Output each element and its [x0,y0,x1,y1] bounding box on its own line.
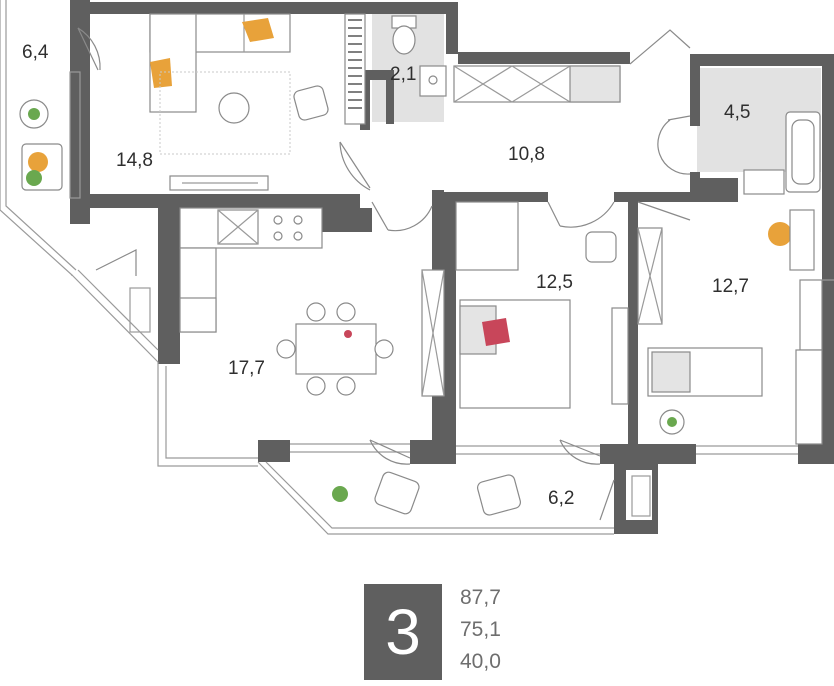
room-area-hall: 10,8 [508,144,545,165]
bedroom1-furniture [455,201,629,409]
living-area: 75,1 [460,618,501,641]
room-area-kitchen: 17,7 [228,358,265,379]
kitchen-furniture [179,207,445,397]
room-area-balcony-bottom: 6,2 [548,488,574,509]
area-three: 40,0 [460,650,501,673]
room-area-living: 14,8 [116,150,153,171]
room-area-balcony-left: 6,4 [22,42,49,63]
room-area-wc: 2,1 [390,64,416,85]
wc-fixtures [391,15,447,97]
doors [77,27,691,521]
window-lines [0,0,834,535]
room-area-bedroom-1: 12,5 [536,272,573,293]
room-area-bedroom-2: 12,7 [712,276,749,297]
bathroom-fixtures [743,111,821,195]
apartment-summary: 3 87,7 75,1 40,0 [364,584,564,684]
room-count-badge: 3 [364,584,442,680]
bedroom2-furniture [637,209,823,445]
left-balcony-furniture [19,99,63,191]
total-area: 87,7 [460,586,501,609]
room-area-bathroom: 4,5 [724,102,750,123]
hall-wardrobe [453,65,621,103]
living-furniture [149,13,366,191]
bottom-balcony-furniture [332,471,522,516]
